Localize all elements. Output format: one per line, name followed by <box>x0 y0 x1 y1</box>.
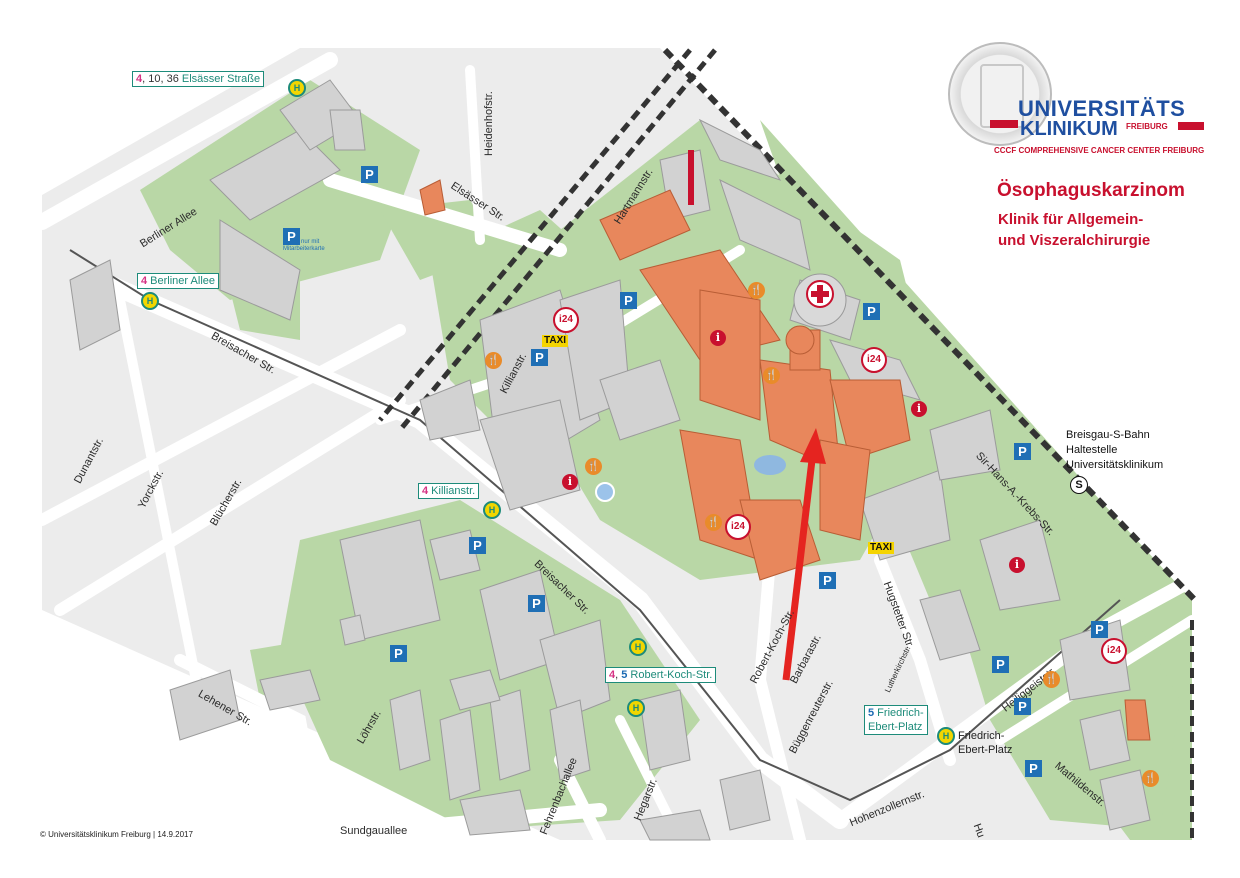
stop-name: Elsässer Straße <box>178 73 261 85</box>
restaurant-icon[interactable]: 🍴 <box>485 352 502 369</box>
tram-halt-icon[interactable]: H <box>288 79 306 97</box>
label-line-1: Friedrich- <box>958 730 1005 742</box>
parking-icon[interactable]: P <box>469 537 486 554</box>
parking-icon[interactable]: P <box>390 645 407 662</box>
line-number: 5 <box>868 707 875 719</box>
parking-icon[interactable]: P <box>283 228 300 245</box>
sbahn-station-label: Breisgau-S-Bahn Haltestelle Universitäts… <box>1066 428 1163 473</box>
buildings <box>69 79 1151 841</box>
info-24-icon[interactable]: i24 <box>725 514 751 540</box>
parking-icon[interactable]: P <box>819 572 836 589</box>
logo-bar <box>990 120 1018 128</box>
restaurant-icon[interactable]: 🍴 <box>1043 671 1060 688</box>
info-icon[interactable]: i <box>710 330 726 346</box>
tram-stop-robert-koch-str[interactable]: 4, 5 Robert-Koch-Str. <box>605 667 717 683</box>
tram-halt-icon[interactable]: H <box>141 292 159 310</box>
taxi-stand-icon[interactable]: TAXI <box>868 542 895 554</box>
stop-name: Killianstr. <box>428 485 476 497</box>
friedrich-ebert-platz-label: Friedrich- Ebert-Platz <box>958 729 1012 757</box>
line-numbers: , 10, 36 <box>142 73 179 85</box>
pond <box>754 455 786 475</box>
parking-icon[interactable]: P <box>1025 760 1042 777</box>
line-number: 4 <box>136 73 143 85</box>
tram-line <box>69 249 1121 802</box>
tram-stop-berliner-allee[interactable]: 4 Berliner Allee <box>137 273 219 289</box>
restaurant-icon[interactable]: 🍴 <box>748 282 765 299</box>
info-24-icon[interactable]: i24 <box>861 347 887 373</box>
restaurant-icon[interactable]: 🍴 <box>763 367 780 384</box>
fountain <box>595 482 615 502</box>
tram-stop-killianstr[interactable]: 4 Killianstr. <box>418 483 480 499</box>
stop-name: Robert-Koch-Str. <box>627 669 713 681</box>
street-label: Heidenhofstr. <box>483 91 495 156</box>
tram-halt-icon[interactable]: H <box>937 727 955 745</box>
street-label: Sundgauallee <box>340 825 408 837</box>
line-number: 4 <box>609 669 616 681</box>
label-line-2: Ebert-Platz <box>958 744 1013 756</box>
stop-name: Friedrich- <box>874 707 924 719</box>
tram-stop-elsasser-strasse[interactable]: 4, 10, 36 Elsässer Straße <box>132 71 265 87</box>
railway <box>378 47 1198 840</box>
emergency-cross-icon[interactable] <box>806 280 834 308</box>
rotunda <box>785 325 815 355</box>
tram-halt-icon[interactable]: H <box>627 699 645 717</box>
university-seal-icon <box>948 42 1052 146</box>
parking-icon[interactable]: P <box>863 303 880 320</box>
parking-icon[interactable]: P <box>1091 621 1108 638</box>
parking-note-line-1: nur mit <box>301 239 320 245</box>
info-24-icon[interactable]: i24 <box>1101 638 1127 664</box>
sbahn-icon[interactable]: S <box>1070 476 1088 494</box>
logo-word-3: FREIBURG <box>1126 122 1168 131</box>
info-icon[interactable]: i <box>562 474 578 490</box>
page-title: Ösophaguskarzinom <box>997 180 1185 201</box>
parking-icon[interactable]: P <box>1014 443 1031 460</box>
sbahn-line-3: Universitätsklinikum <box>1066 459 1164 471</box>
logo-bar <box>1178 122 1204 130</box>
restaurant-icon[interactable]: 🍴 <box>1142 770 1159 787</box>
copyright-notice: © Universitätsklinikum Freiburg | 14.9.2… <box>40 830 193 839</box>
tram-halt-icon[interactable]: H <box>483 501 501 519</box>
line-number: 4 <box>141 275 148 287</box>
line-number: 5 <box>621 669 628 681</box>
parking-note: nur mit Mitarbeiterkarte <box>283 239 325 253</box>
stop-name-cont: Ebert-Platz <box>868 721 923 733</box>
info-icon[interactable]: i <box>1009 557 1025 573</box>
stop-name: Berliner Allee <box>147 275 215 287</box>
restaurant-icon[interactable]: 🍴 <box>585 458 602 475</box>
university-hospital-logo: UNIVERSITÄTS KLINIKUM FREIBURG CCCF COMP… <box>948 42 1218 162</box>
tram-halt-icon[interactable]: H <box>629 638 647 656</box>
restaurant-icon[interactable]: 🍴 <box>705 514 722 531</box>
parking-icon[interactable]: P <box>1014 698 1031 715</box>
parking-icon[interactable]: P <box>528 595 545 612</box>
line-number: 4 <box>422 485 429 497</box>
parking-icon[interactable]: P <box>620 292 637 309</box>
route-arrow <box>782 428 826 681</box>
sbahn-line-2: Haltestelle <box>1066 444 1118 456</box>
department-name-line-2: und Viszeralchirurgie <box>998 232 1151 249</box>
department-name-line-1: Klinik für Allgemein- <box>998 211 1144 228</box>
chimney <box>688 150 694 205</box>
tram-stop-friedrich-ebert-platz[interactable]: 5 Friedrich- Ebert-Platz <box>864 705 928 735</box>
sbahn-line-1: Breisgau-S-Bahn <box>1066 429 1150 441</box>
parking-icon[interactable]: P <box>361 166 378 183</box>
logo-tagline: CCCF COMPREHENSIVE CANCER CENTER FREIBUR… <box>994 146 1205 155</box>
parking-icon[interactable]: P <box>992 656 1009 673</box>
logo-word-2: KLINIKUM <box>1020 118 1118 140</box>
parking-icon[interactable]: P <box>531 349 548 366</box>
logo-word-1: UNIVERSITÄTS <box>1018 96 1186 121</box>
info-icon[interactable]: i <box>911 401 927 417</box>
info-24-icon[interactable]: i24 <box>553 307 579 333</box>
parking-note-line-2: Mitarbeiterkarte <box>283 246 325 252</box>
line-separator: , <box>615 669 622 681</box>
taxi-stand-icon[interactable]: TAXI <box>542 335 569 347</box>
